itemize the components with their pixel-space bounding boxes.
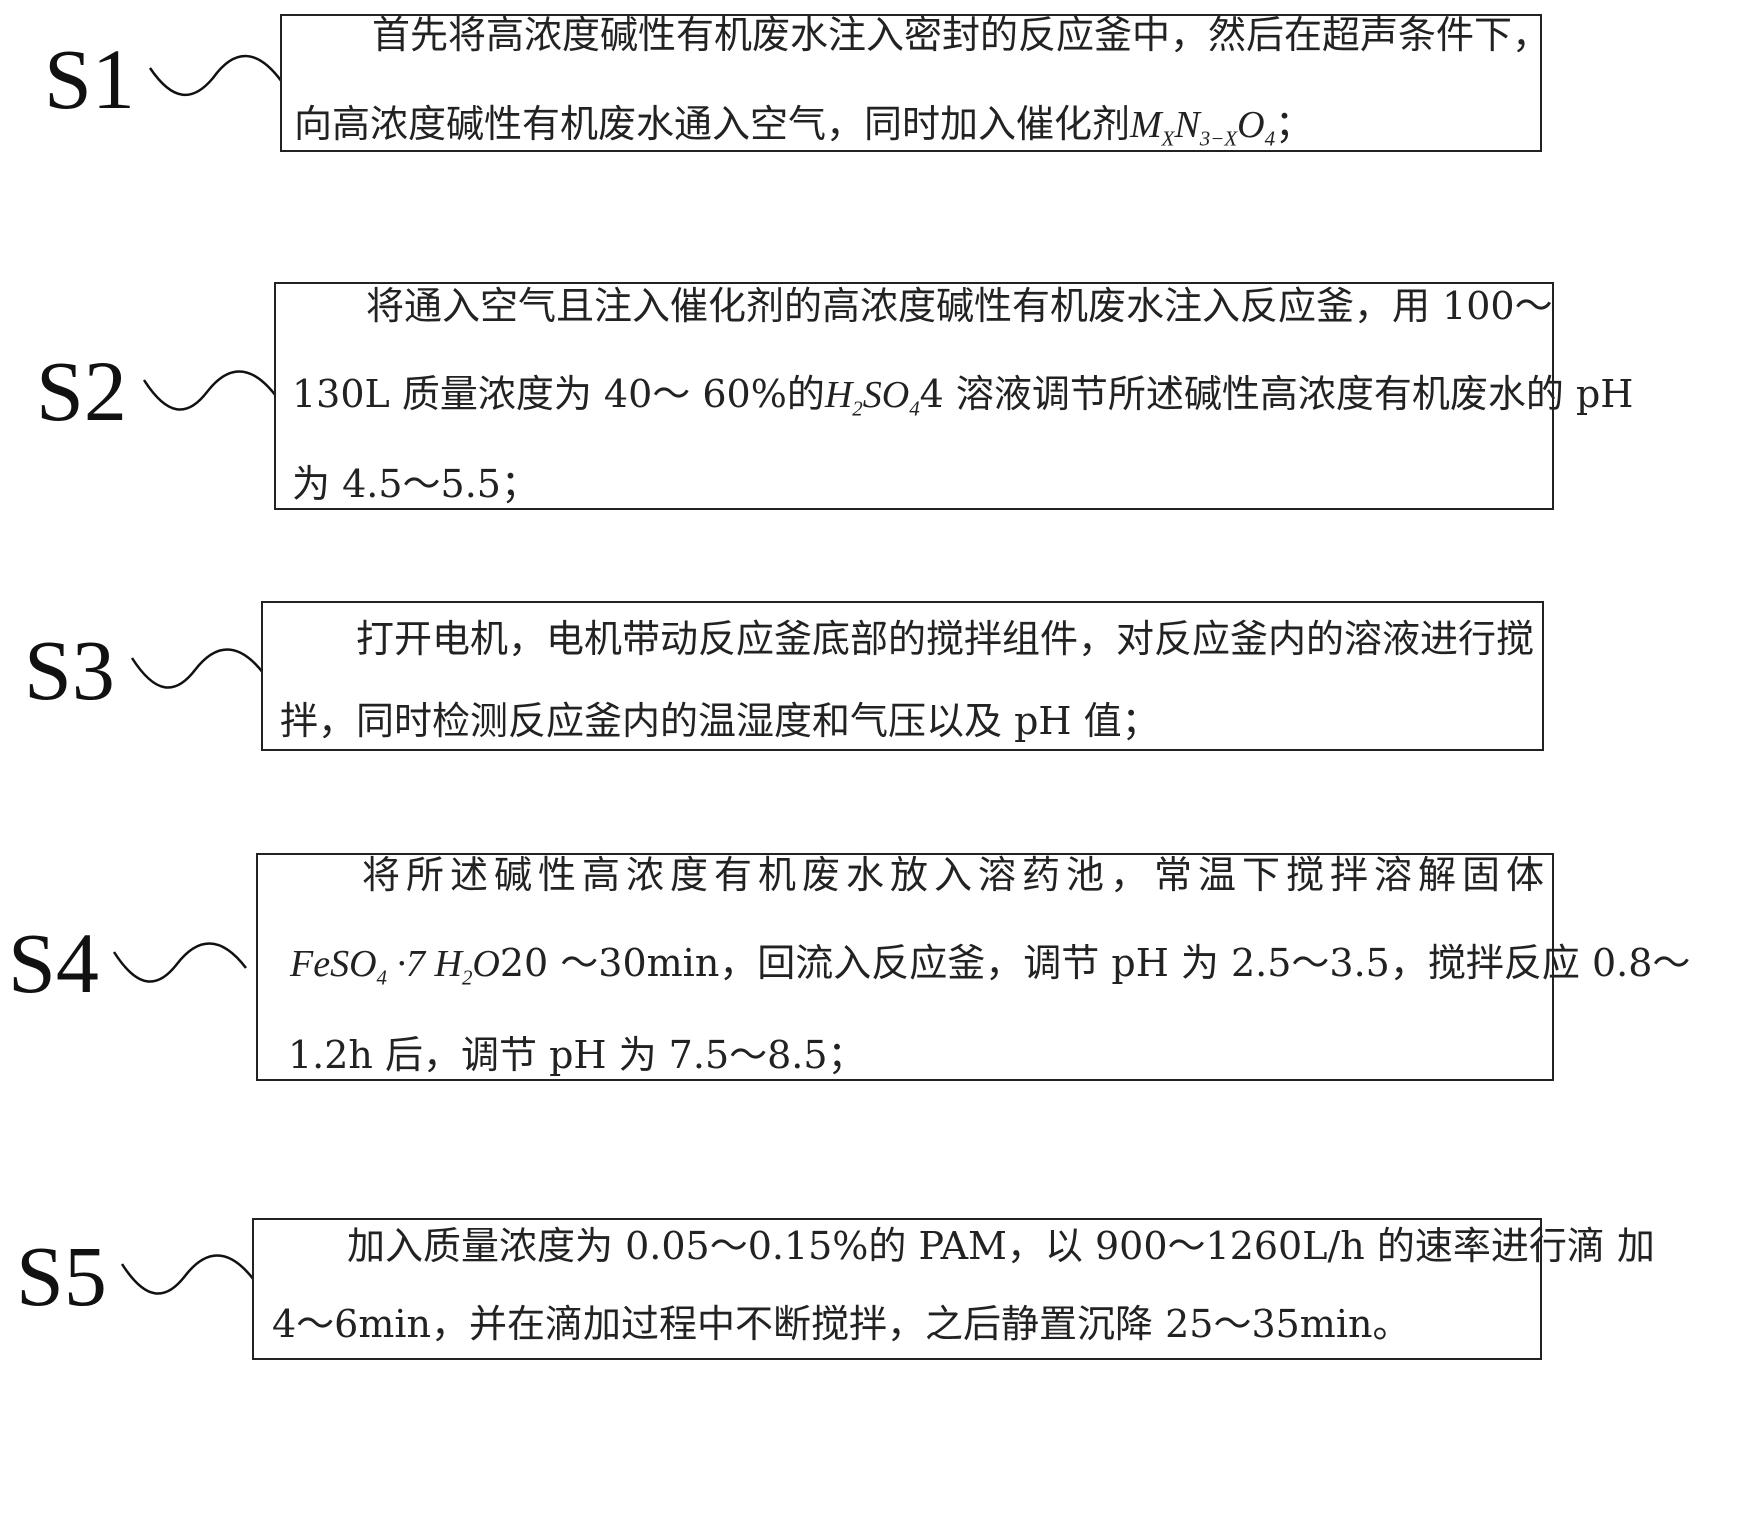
step-label: S4 bbox=[8, 915, 99, 1011]
step-text-line: 打开电机，电机带动反应釜底部的搅拌组件，对反应釜内的溶液进行搅 bbox=[356, 617, 1535, 661]
ferrous-sulfate-formula: FeSO4 ·7 H2O bbox=[290, 943, 500, 990]
step-text-line: 4～6min，并在滴加过程中不断搅拌，之后静置沉降 25～35min。 bbox=[272, 1302, 1411, 1346]
step-text-line: 向高浓度碱性有机废水通入空气，同时加入催化剂MXN3−XO4； bbox=[294, 105, 1313, 150]
wave-connector-icon bbox=[130, 648, 265, 689]
step-text-segment: ； bbox=[1275, 102, 1314, 146]
step-label: S2 bbox=[36, 343, 127, 439]
step-text-line: 拌，同时检测反应釜内的温湿度和气压以及 pH 值； bbox=[280, 699, 1160, 743]
wave-connector-icon bbox=[112, 942, 247, 983]
step-text-segment: 130L 质量浓度为 40～ 60%的 bbox=[292, 372, 825, 416]
step-text-line: 为 4.5～5.5； bbox=[292, 462, 539, 506]
step-box bbox=[252, 1218, 1542, 1360]
step-text-segment: 4 溶液调节所述碱性高浓度有机废水的 pH bbox=[919, 372, 1634, 416]
step-text-line: 加入质量浓度为 0.05～0.15%的 PAM，以 900～1260L/h 的速… bbox=[347, 1224, 1655, 1268]
catalyst-formula: MXN3−XO4 bbox=[1130, 104, 1276, 151]
step-text-line: 130L 质量浓度为 40～ 60%的H2SO44 溶液调节所述碱性高浓度有机废… bbox=[292, 375, 1633, 420]
step-label: S3 bbox=[24, 622, 115, 718]
step-text-line: 将所述碱性高浓度有机废水放入溶药池，常温下搅拌溶解固体 bbox=[362, 853, 1551, 897]
step-text-segment: 向高浓度碱性有机废水通入空气，同时加入催化剂 bbox=[294, 102, 1131, 146]
acid-formula: H2SO4 bbox=[824, 374, 920, 421]
step-text-line: 将通入空气且注入催化剂的高浓度碱性有机废水注入反应釜，用 100～ bbox=[366, 284, 1553, 328]
step-box bbox=[256, 853, 1554, 1081]
wave-connector-icon bbox=[148, 54, 284, 96]
step-label: S5 bbox=[16, 1228, 107, 1324]
step-label: S1 bbox=[44, 31, 135, 127]
step-box bbox=[280, 14, 1542, 152]
step-text-line: 1.2h 后，调节 pH 为 7.5～8.5； bbox=[288, 1033, 866, 1077]
step-box bbox=[274, 282, 1554, 510]
step-text-segment: 20 ～30min，回流入反应釜，调节 pH 为 2.5～3.5，搅拌反应 0.… bbox=[499, 941, 1691, 985]
wave-connector-icon bbox=[142, 370, 277, 411]
step-text-line: 首先将高浓度碱性有机废水注入密封的反应釜中，然后在超声条件下， bbox=[372, 13, 1551, 57]
wave-connector-icon bbox=[120, 1254, 255, 1295]
step-text-line: FeSO4 ·7 H2O20 ～30min，回流入反应釜，调节 pH 为 2.5… bbox=[290, 944, 1690, 989]
step-box bbox=[261, 601, 1544, 751]
